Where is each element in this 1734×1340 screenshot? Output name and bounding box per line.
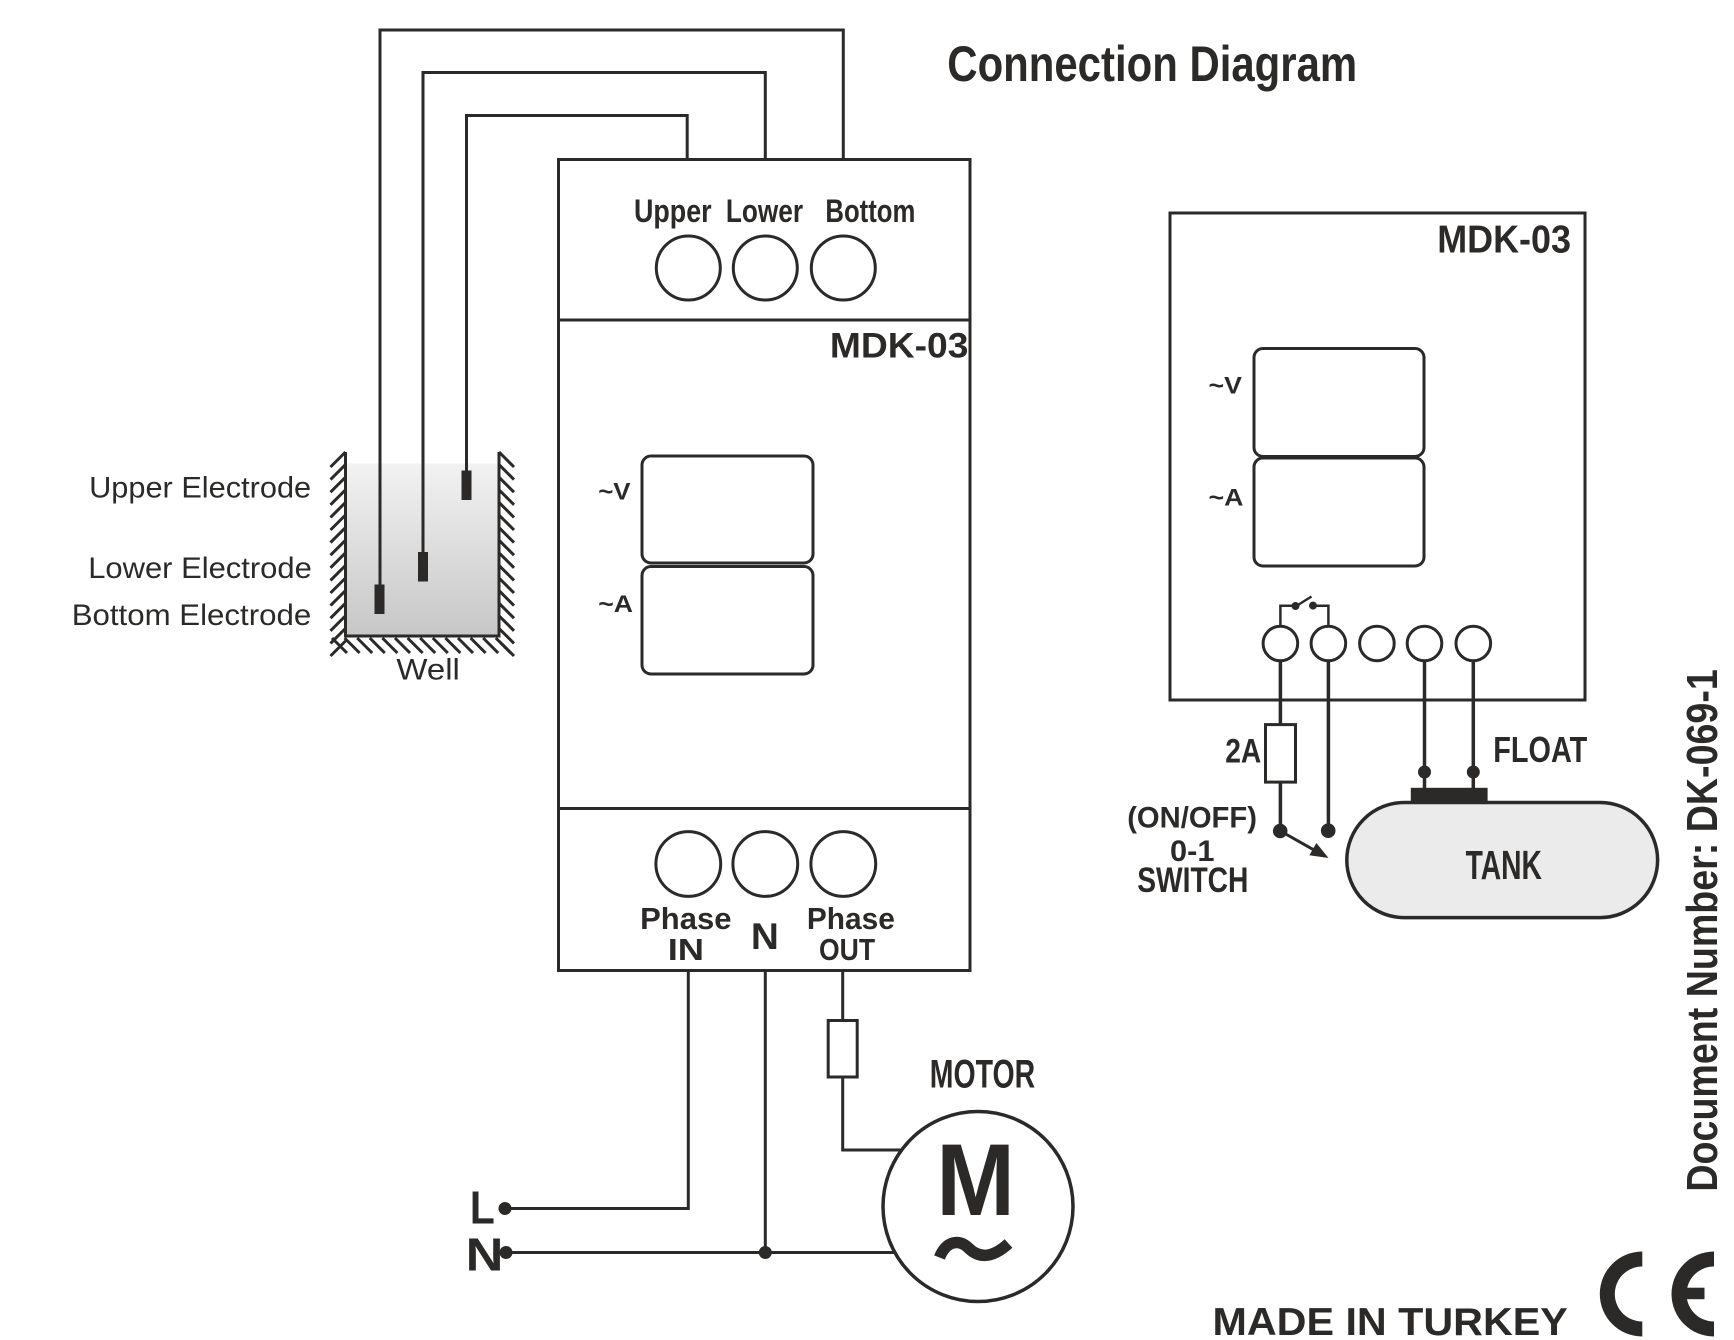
svg-text:Well: Well bbox=[396, 652, 459, 686]
svg-text:Lower: Lower bbox=[726, 195, 803, 230]
svg-text:MDK-03: MDK-03 bbox=[1437, 217, 1571, 261]
svg-text:Lower Electrode: Lower Electrode bbox=[88, 551, 312, 584]
svg-text:~V: ~V bbox=[1209, 373, 1242, 399]
svg-text:IN: IN bbox=[668, 932, 704, 967]
svg-text:Upper: Upper bbox=[634, 194, 712, 230]
svg-text:TANK: TANK bbox=[1466, 843, 1543, 888]
svg-text:M: M bbox=[936, 1123, 1015, 1237]
svg-text:~A: ~A bbox=[598, 591, 633, 618]
svg-text:MOTOR: MOTOR bbox=[930, 1053, 1035, 1097]
svg-text:OUT: OUT bbox=[819, 933, 875, 967]
svg-text:2A: 2A bbox=[1225, 732, 1261, 770]
svg-text:N: N bbox=[466, 1229, 504, 1280]
svg-text:N: N bbox=[751, 917, 779, 958]
svg-text:Connection Diagram: Connection Diagram bbox=[947, 35, 1357, 91]
svg-text:Upper Electrode: Upper Electrode bbox=[89, 472, 311, 505]
svg-text:FLOAT: FLOAT bbox=[1493, 729, 1587, 770]
svg-text:SWITCH: SWITCH bbox=[1137, 860, 1248, 900]
svg-text:(ON/OFF): (ON/OFF) bbox=[1127, 801, 1257, 834]
svg-text:Bottom: Bottom bbox=[825, 194, 915, 229]
svg-text:Phase: Phase bbox=[640, 901, 731, 936]
svg-text:MDK-03: MDK-03 bbox=[830, 326, 969, 366]
svg-text:Bottom Electrode: Bottom Electrode bbox=[72, 598, 311, 631]
svg-text:L: L bbox=[470, 1183, 495, 1234]
svg-text:Document Number: DK-069-1: Document Number: DK-069-1 bbox=[1677, 669, 1726, 1191]
svg-text:Phase: Phase bbox=[807, 901, 895, 936]
svg-text:~A: ~A bbox=[1209, 485, 1244, 511]
svg-text:MADE IN TURKEY: MADE IN TURKEY bbox=[1213, 1300, 1569, 1340]
svg-text:~V: ~V bbox=[598, 478, 631, 505]
svg-text:0-1: 0-1 bbox=[1170, 835, 1215, 868]
